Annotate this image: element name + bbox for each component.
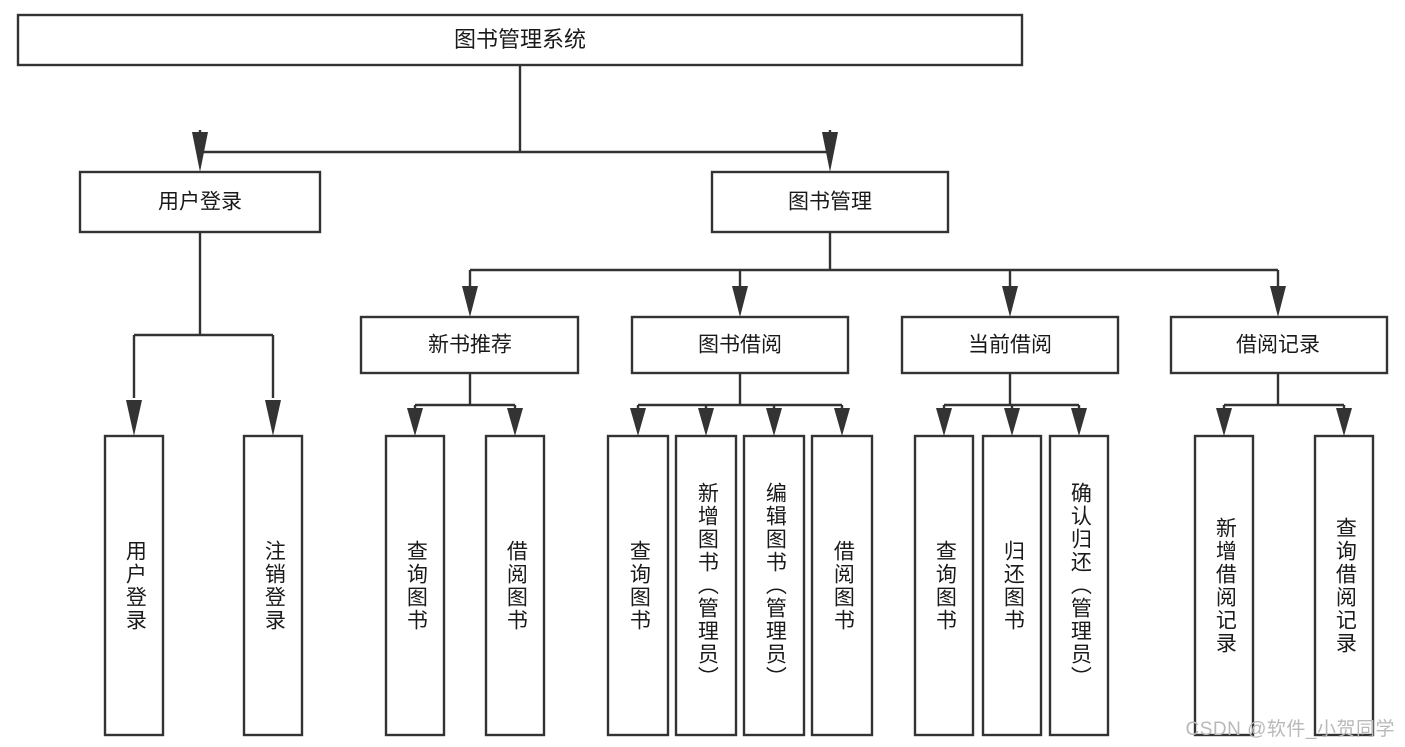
leaf-box-logout[interactable] <box>242 434 304 737</box>
arrow-head-current-borrow <box>1002 286 1018 317</box>
arrow-head-leaf-borrow-book-2 <box>834 408 850 436</box>
arrow-head-leaf-query-book-3 <box>936 408 952 436</box>
arrow-head-new-book-rec <box>462 286 478 317</box>
node-borrow-record-box[interactable] <box>1169 315 1389 375</box>
arrow-head-leaf-confirm-return <box>1071 408 1087 436</box>
node-root[interactable]: 图书管理系统 <box>16 13 1024 67</box>
leaf-box-confirm-return[interactable] <box>1048 434 1110 737</box>
node-current-borrow-label: 当前借阅 <box>968 334 1052 357</box>
leaf-box-query-book-2[interactable] <box>606 434 670 737</box>
node-book-manage-box[interactable] <box>710 170 950 234</box>
leaf-box-return-book[interactable] <box>981 434 1043 737</box>
leaf-box-add-book[interactable] <box>674 434 738 737</box>
leaf-box-user-login[interactable] <box>103 434 165 737</box>
leaf-box-query-book-1[interactable] <box>384 434 446 737</box>
node-book-borrow-box[interactable] <box>630 315 850 375</box>
leaf-box-borrow-book-1[interactable] <box>484 434 546 737</box>
node-user-login-label: 用户登录 <box>158 191 242 214</box>
node-borrow-record[interactable]: 借阅记录 <box>1169 315 1389 375</box>
leaf-box-edit-book[interactable] <box>742 434 806 737</box>
node-borrow-record-label: 借阅记录 <box>1236 334 1320 357</box>
node-user-login[interactable]: 用户登录 <box>78 170 322 234</box>
node-root-box[interactable] <box>16 13 1024 67</box>
arrow-head-leaf-query-record <box>1336 408 1352 436</box>
arrow-head-leaf-return-book <box>1004 408 1020 436</box>
node-root-label: 图书管理系统 <box>454 27 586 52</box>
arrow-head-borrow-record <box>1270 286 1286 317</box>
arrow-head-book-manage <box>822 132 838 172</box>
leaf-layer <box>103 434 1375 737</box>
node-book-manage-label: 图书管理 <box>788 191 872 214</box>
leaf-box-query-book-3[interactable] <box>913 434 975 737</box>
node-new-book-rec[interactable]: 新书推荐 <box>359 315 580 375</box>
node-new-book-rec-box[interactable] <box>359 315 580 375</box>
arrow-head-leaf-borrow-book-1 <box>507 408 523 436</box>
arrow-head-leaf-add-record <box>1216 408 1232 436</box>
node-book-borrow[interactable]: 图书借阅 <box>630 315 850 375</box>
connector-layer <box>126 65 1352 436</box>
arrow-head-leaf-query-book-2 <box>630 408 646 436</box>
node-current-borrow-box[interactable] <box>900 315 1120 375</box>
leaf-box-borrow-book-2[interactable] <box>810 434 874 737</box>
arrow-head-leaf-edit-book <box>766 408 782 436</box>
csdn-watermark: CSDN @软件_小贺同学 <box>1185 719 1395 740</box>
node-new-book-rec-label: 新书推荐 <box>428 334 512 357</box>
node-user-login-box[interactable] <box>78 170 322 234</box>
arrow-head-leaf-logout <box>265 400 281 436</box>
node-current-borrow[interactable]: 当前借阅 <box>900 315 1120 375</box>
leaf-box-add-record[interactable] <box>1193 434 1255 737</box>
arrow-head-leaf-query-book-1 <box>407 408 423 436</box>
leaf-box-query-record[interactable] <box>1313 434 1375 737</box>
node-book-manage[interactable]: 图书管理 <box>710 170 950 234</box>
arrow-head-user-login <box>192 132 208 172</box>
arrow-head-leaf-add-book <box>698 408 714 436</box>
node-book-borrow-label: 图书借阅 <box>698 334 782 357</box>
arrow-head-leaf-user-login <box>126 400 142 436</box>
arrow-head-book-borrow <box>732 286 748 317</box>
